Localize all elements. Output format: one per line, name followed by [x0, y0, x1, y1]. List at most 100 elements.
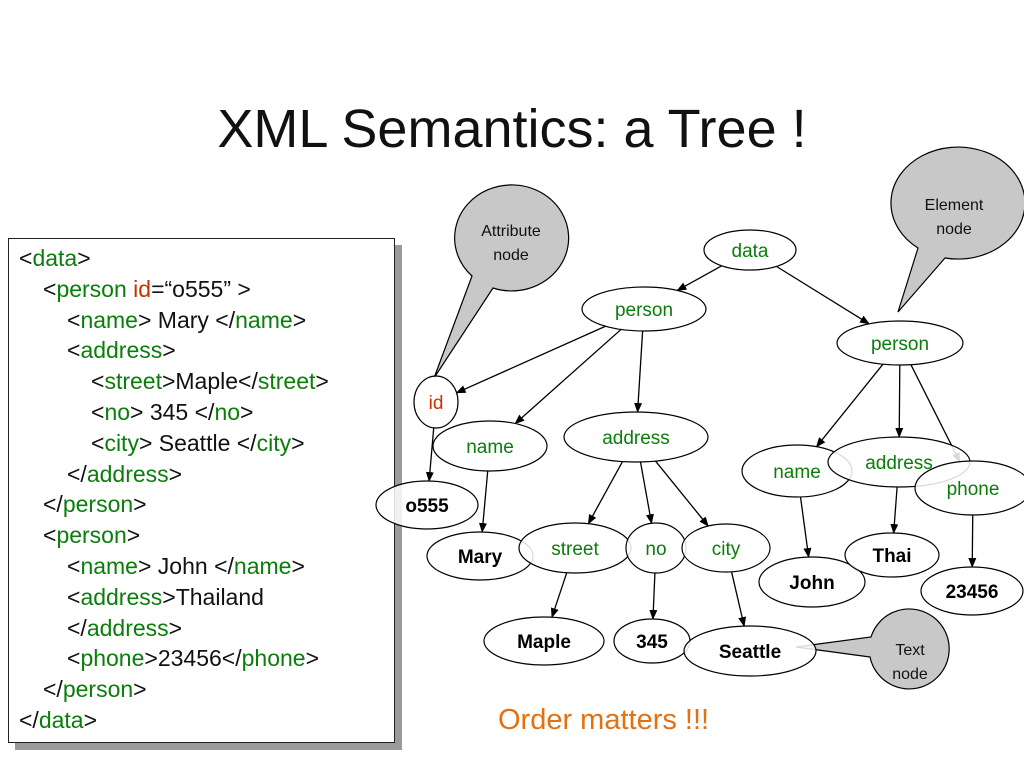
callout-bubble	[795, 608, 950, 690]
xml-tag-name: address	[86, 460, 169, 487]
tree-node-thai: Thai	[844, 532, 940, 578]
tree-node-seattle: Seattle	[683, 625, 817, 677]
code-line: <city> Seattle </city>	[91, 430, 305, 457]
xml-text: >	[240, 399, 254, 425]
xml-tag-name: address	[80, 337, 163, 364]
xml-text: >	[77, 245, 91, 271]
xml-tag-name: person	[56, 522, 127, 549]
tree-edge-city-seattle	[730, 571, 747, 628]
tree-node-person2: person	[836, 320, 964, 366]
tree-node-label: no	[645, 539, 666, 560]
tree-node-person1: person	[581, 286, 707, 332]
callout-text-line: node	[892, 666, 928, 683]
tree-node-ellipse	[683, 625, 817, 677]
xml-text: </	[67, 614, 87, 641]
tree-edge-person1-address1	[634, 330, 644, 414]
tree-node-id: id	[413, 375, 459, 429]
xml-text: <	[67, 645, 81, 672]
tree-node-label: name	[773, 462, 821, 483]
callout-text-line: Text	[895, 642, 925, 659]
code-line: <phone>23456</phone>	[67, 645, 319, 672]
tree-node-label: person	[615, 300, 673, 321]
tree-node-phone: phone	[914, 460, 1024, 516]
tree-edge-street-maple	[550, 572, 568, 619]
tree-edge-person2-name2	[815, 363, 884, 448]
tree-edge-address1-city	[655, 460, 709, 527]
code-line: <address>Thailand	[67, 584, 264, 611]
tree-edge-name2-john	[799, 496, 812, 559]
tree-node-name1: name	[432, 420, 548, 472]
code-line: <street>Maple</street>	[91, 368, 329, 395]
xml-tag-name: person	[62, 491, 134, 518]
slide-title: XML Semantics: a Tree !	[217, 99, 807, 159]
tree-node-ellipse	[375, 480, 479, 530]
xml-tag-name: address	[80, 583, 163, 610]
xml-text: >	[168, 460, 183, 487]
xml-tag-name: city	[104, 429, 139, 456]
xml-text: >23456</	[144, 645, 242, 672]
xml-tag-name: name	[235, 306, 293, 333]
callout-text-line: node	[493, 247, 529, 264]
tree-node-label: person	[871, 334, 929, 355]
tree-node-ellipse	[581, 286, 707, 332]
xml-text: </	[67, 460, 87, 487]
tree-node-n23456: 23456	[920, 566, 1024, 616]
tree-node-ellipse	[483, 616, 605, 666]
tree-node-ellipse	[758, 556, 866, 608]
xml-text: > Seattle </	[138, 429, 257, 456]
tree-edge-phone-n23456	[968, 514, 977, 569]
xml-text: <	[19, 245, 33, 271]
tree-node-label: 23456	[946, 582, 999, 603]
code-line: </person>	[43, 491, 147, 518]
xml-text: >	[305, 645, 320, 672]
xml-code-box: <data><person id=“o555” ><name> Mary </n…	[8, 238, 395, 743]
tree-node-name2: name	[741, 444, 853, 498]
xml-text: >	[168, 614, 183, 641]
code-line: <name> John </name>	[67, 553, 305, 580]
xml-tag-name: no	[104, 399, 131, 425]
xml-text: >	[133, 676, 147, 703]
xml-text: </	[43, 676, 63, 703]
xml-tag-name: street	[257, 368, 316, 395]
xml-tag-name: data	[32, 245, 78, 271]
xml-tag-name: phone	[241, 645, 306, 672]
xml-attribute-name: id	[133, 275, 152, 302]
code-line: <address>	[67, 337, 176, 364]
tree-node-label: city	[712, 539, 741, 560]
tree-node-label: street	[551, 539, 599, 560]
xml-text: >	[162, 337, 176, 364]
tree-node-ellipse	[844, 532, 940, 578]
xml-text: <	[91, 368, 105, 395]
tree-node-label: address	[865, 453, 933, 474]
xml-text: <	[91, 399, 105, 425]
xml-text: =“o555” >	[151, 275, 251, 302]
xml-tag-name: city	[256, 429, 292, 456]
tree-node-label: address	[602, 428, 670, 449]
tree-edge-data-person2	[776, 265, 870, 325]
callout-bubble	[890, 146, 1024, 313]
tree-edge-name1-mary	[479, 470, 489, 534]
tree-node-ellipse	[703, 229, 797, 271]
tree-node-ellipse	[681, 523, 771, 573]
xml-tag-name: street	[104, 368, 162, 395]
xml-tag-name: name	[80, 553, 138, 579]
order-matters-note: Order matters !!!	[498, 704, 710, 736]
xml-text: >Thailand	[162, 583, 264, 610]
callout-bubble	[433, 184, 570, 379]
attribute-node-callout: Attribute node	[433, 184, 570, 379]
xml-text: <	[67, 337, 81, 364]
xml-text: <	[67, 553, 81, 579]
xml-text: >	[83, 707, 98, 733]
code-line: <name> Mary </name>	[67, 307, 306, 334]
code-line: </address>	[67, 461, 182, 488]
tree-edge-person1-name1	[514, 328, 622, 425]
tree-edge-person2-address2	[895, 364, 904, 439]
code-line: </address>	[67, 615, 182, 642]
text-node-callout: Text node	[795, 608, 950, 690]
callout-text-line: Attribute	[481, 223, 541, 240]
xml-tag-name: phone	[80, 645, 145, 672]
tree-node-label: data	[732, 241, 769, 262]
xml-tag-name: name	[233, 553, 292, 579]
tree-node-label: Maple	[517, 632, 571, 653]
